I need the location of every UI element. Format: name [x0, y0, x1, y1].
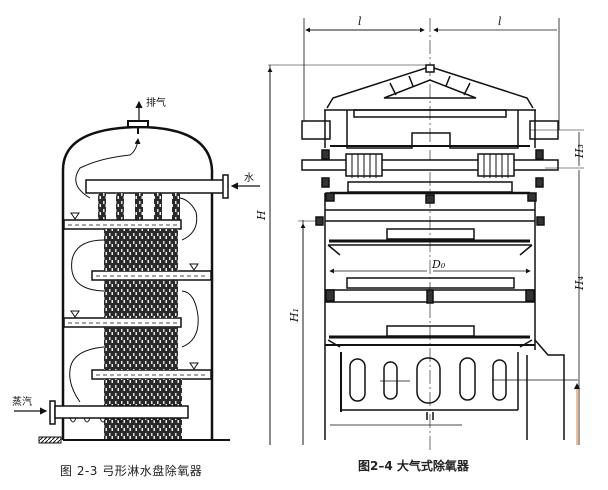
- base-support: [38, 436, 62, 444]
- spray-jets-top: [98, 193, 180, 220]
- caption-figure-2-4: 图2–4 大气式除氧器: [358, 459, 469, 473]
- dim-D0: D₀: [431, 258, 446, 271]
- tray-4: [91, 369, 212, 380]
- exhaust-label: 排气: [146, 96, 166, 109]
- dim-H: H: [255, 210, 268, 221]
- tray-1: [63, 219, 182, 230]
- manhole-3: [416, 357, 441, 404]
- manhole-4: [459, 357, 476, 401]
- water-curtains: [104, 229, 182, 439]
- water-level-markers: [70, 212, 199, 370]
- caption-figure-2-3: 图 2-3 弓形淋水盘除氧器: [60, 464, 203, 478]
- dim-H1: H₁: [288, 308, 301, 323]
- deaerator-tray-vessel: [61, 120, 230, 441]
- dim-H4: H₄: [573, 276, 586, 291]
- steam-inlet-pipe: [49, 400, 189, 425]
- tray-3: [63, 317, 182, 328]
- dim-H3: H₃: [573, 144, 586, 159]
- steam-flow-path: [69, 139, 199, 403]
- water-label: 水: [244, 172, 254, 184]
- atmospheric-deaerator: [268, 18, 584, 450]
- dim-l-right: l: [498, 15, 502, 28]
- manhole-2: [383, 361, 398, 400]
- dim-l-left: l: [358, 15, 362, 28]
- tray-2: [91, 270, 212, 281]
- steam-label: 蒸汽: [12, 395, 32, 408]
- manhole-1: [349, 358, 366, 402]
